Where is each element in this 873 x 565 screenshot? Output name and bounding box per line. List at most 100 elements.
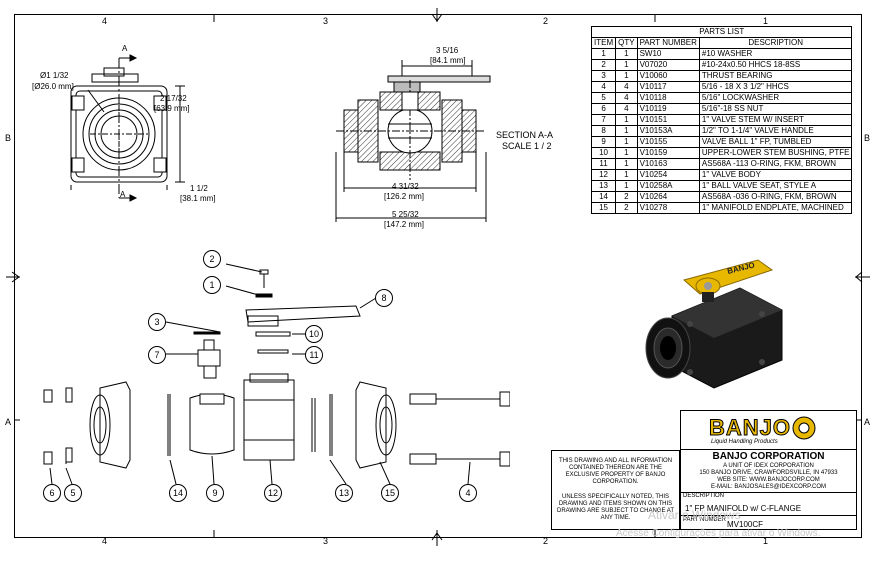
parts-item: 8 — [590, 125, 617, 137]
notice-property: THIS DRAWING AND ALL INFORMATION CONTAIN… — [558, 458, 673, 485]
parts-qty: 1 — [615, 59, 638, 71]
parts-description: 1" MANIFOLD ENDPLATE, MACHINED — [698, 202, 853, 214]
parts-number: V07020 — [636, 59, 700, 71]
parts-qty: 4 — [615, 81, 638, 93]
valve-3d-render: BANJO — [645, 259, 783, 389]
logo-gear-icon — [792, 416, 816, 440]
parts-number: V10254 — [636, 169, 700, 181]
dim-overall-mm: [147.2 mm] — [384, 220, 425, 229]
parts-description: 1" VALVE STEM W/ INSERT — [698, 114, 853, 126]
company-name: BANJO CORPORATION — [712, 451, 825, 462]
zone-bottom-1: 1 — [763, 536, 769, 546]
header-qty: QTY — [615, 37, 638, 49]
parts-item: 3 — [590, 70, 617, 82]
parts-description: 5/16 - 18 X 3 1/2" HHCS — [698, 81, 853, 93]
dim-top: 3 5/16 — [436, 46, 459, 55]
parts-description: AS568A -036 O-RING, FKM, BROWN — [698, 191, 853, 203]
parts-number: V10278 — [636, 202, 700, 214]
balloon-7: 7 — [148, 346, 166, 364]
parts-qty: 1 — [615, 147, 638, 159]
drawing-part-number: MV100CF — [727, 520, 764, 529]
parts-qty: 1 — [615, 48, 638, 60]
header-item: ITEM — [590, 37, 617, 49]
parts-qty: 4 — [615, 103, 638, 115]
address-line-3: WEB SITE: WWW.BANJOCORP.COM — [717, 477, 820, 483]
parts-list: PARTS LIST ITEM QTY PART NUMBER DESCRIPT… — [590, 26, 853, 214]
parts-description: 1" VALVE BODY — [698, 169, 853, 181]
zone-bottom-2: 2 — [543, 536, 549, 546]
parts-item: 13 — [590, 180, 617, 192]
parts-description: UPPER-LOWER STEM BUSHING, PTFE — [698, 147, 853, 159]
parts-list-title: PARTS LIST — [590, 26, 853, 38]
address-line-2: 150 BANJO DRIVE, CRAWFORDSVILLE, IN 4793… — [699, 470, 838, 476]
banjo-logo: BANJO Liquid Handling Products — [708, 415, 829, 449]
parts-number: V10163 — [636, 158, 700, 170]
parts-number: V10155 — [636, 136, 700, 148]
parts-number: V10151 — [636, 114, 700, 126]
parts-qty: 2 — [615, 191, 638, 203]
parts-number: V10119 — [636, 103, 700, 115]
dim-mid: 4 31/32 — [392, 182, 419, 191]
description-label: DESCRIPTION — [683, 493, 725, 499]
zone-right-a: A — [864, 417, 871, 427]
parts-number: V10060 — [636, 70, 700, 82]
windows-watermark-title: Ativar o Windows — [648, 508, 741, 522]
address-line-1: A UNIT OF IDEX CORPORATION — [723, 463, 814, 469]
dim-bore: Ø1 1/32 — [40, 71, 69, 80]
balloon-4: 4 — [459, 484, 477, 502]
parts-description: 5/16"-18 SS NUT — [698, 103, 853, 115]
parts-description: 5/16" LOCKWASHER — [698, 92, 853, 104]
balloon-14: 14 — [169, 484, 187, 502]
parts-description: 1" BALL VALVE SEAT, STYLE A — [698, 180, 853, 192]
balloon-11: 11 — [305, 346, 323, 364]
parts-item: 5 — [590, 92, 617, 104]
parts-table: PARTS LIST ITEM QTY PART NUMBER DESCRIPT… — [590, 26, 853, 214]
zone-top-1: 1 — [763, 16, 769, 26]
parts-qty: 1 — [615, 114, 638, 126]
parts-number: V10264 — [636, 191, 700, 203]
parts-description: #10-24x0.50 HHCS 18-8SS — [698, 59, 853, 71]
drawing-description: 1" FP MANIFOLD w/ C-FLANGE — [685, 504, 802, 513]
balloon-9: 9 — [206, 484, 224, 502]
zone-top-2: 2 — [543, 16, 549, 26]
parts-item: 15 — [590, 202, 617, 214]
parts-qty: 4 — [615, 92, 638, 104]
parts-qty: 1 — [615, 158, 638, 170]
section-label: SECTION A-A — [496, 130, 554, 140]
parts-item: 4 — [590, 81, 617, 93]
dim-width: 1 1/2 — [190, 184, 208, 193]
balloon-13: 13 — [335, 484, 353, 502]
dim-overall: 5 25/32 — [392, 210, 419, 219]
header-description: DESCRIPTION — [698, 37, 853, 49]
balloon-1: 1 — [203, 276, 221, 294]
zone-bottom-3: 3 — [323, 536, 329, 546]
zone-left-a: A — [5, 417, 12, 427]
dim-top-mm: [84.1 mm] — [430, 56, 466, 65]
balloon-3: 3 — [148, 313, 166, 331]
zone-left-b: B — [5, 133, 12, 143]
notice-block: THIS DRAWING AND ALL INFORMATION CONTAIN… — [551, 450, 680, 530]
address-line-4: E-MAIL: BANJOSALES@IDEXCORP.COM — [710, 484, 826, 490]
balloon-2: 2 — [203, 250, 221, 268]
parts-item: 12 — [590, 169, 617, 181]
dim-width-mm: [38.1 mm] — [180, 194, 216, 203]
parts-item: 10 — [590, 147, 617, 159]
parts-qty: 1 — [615, 136, 638, 148]
parts-description: AS568A -113 O-RING, FKM, BROWN — [698, 158, 853, 170]
logo-tagline: Liquid Handling Products — [711, 439, 778, 445]
parts-qty: 2 — [615, 202, 638, 214]
section-marker-bottom: A — [120, 190, 126, 199]
